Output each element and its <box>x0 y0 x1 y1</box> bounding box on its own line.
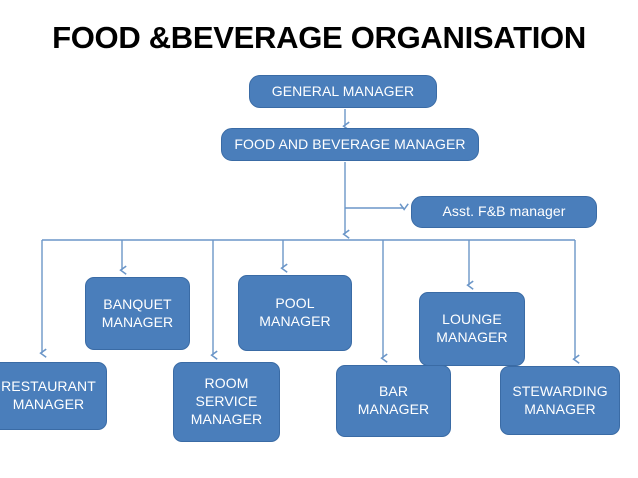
node-room-service-manager-line2: SERVICE <box>195 393 258 410</box>
node-lounge-manager-line1: LOUNGE <box>442 311 502 328</box>
node-bar-manager-label: BAR MANAGER <box>358 383 430 419</box>
node-room-service-manager-line1: ROOM <box>204 375 249 392</box>
node-lounge-manager-line2: MANAGER <box>436 329 508 345</box>
page-title: FOOD &BEVERAGE ORGANISATION <box>52 20 586 55</box>
node-bar-manager-line1: BAR <box>378 383 409 400</box>
node-asst-fb-manager-label: Asst. F&B manager <box>442 203 566 220</box>
node-room-service-manager-line3: MANAGER <box>190 410 263 427</box>
node-lounge-manager[interactable]: LOUNGE MANAGER <box>419 292 525 366</box>
node-lounge-manager-label: LOUNGE MANAGER <box>436 311 508 347</box>
node-food-and-beverage-manager-label: FOOD AND BEVERAGE MANAGER <box>234 135 466 152</box>
node-room-service-manager[interactable]: ROOM SERVICE MANAGER <box>173 362 280 442</box>
node-bar-manager-line2: MANAGER <box>357 401 430 417</box>
node-restaurant-manager-line1: RESTAURANT <box>1 378 96 395</box>
node-general-manager[interactable]: GENERAL MANAGER <box>249 75 437 108</box>
node-pool-manager-label: POOL MANAGER <box>259 295 331 331</box>
node-restaurant-manager-line2: MANAGER <box>12 396 85 412</box>
node-room-service-manager-label: ROOM SERVICE MANAGER <box>191 375 263 429</box>
node-banquet-manager[interactable]: BANQUET MANAGER <box>85 277 190 350</box>
node-pool-manager[interactable]: POOL MANAGER <box>238 275 352 351</box>
node-banquet-manager-label: BANQUET MANAGER <box>102 296 174 332</box>
node-bar-manager[interactable]: BAR MANAGER <box>336 365 451 437</box>
node-pool-manager-line2: MANAGER <box>259 313 331 329</box>
node-stewarding-manager[interactable]: STEWARDING MANAGER <box>500 366 620 435</box>
node-restaurant-manager-label: RESTAURANT MANAGER <box>1 378 96 414</box>
node-food-and-beverage-manager[interactable]: FOOD AND BEVERAGE MANAGER <box>221 128 479 161</box>
node-banquet-manager-line2: MANAGER <box>101 313 174 330</box>
node-stewarding-manager-line1: STEWARDING <box>512 382 608 399</box>
node-asst-fb-manager[interactable]: Asst. F&B manager <box>411 196 597 228</box>
node-pool-manager-line1: POOL <box>275 295 315 312</box>
node-stewarding-manager-label: STEWARDING MANAGER <box>512 383 607 419</box>
node-stewarding-manager-line2: MANAGER <box>524 400 596 417</box>
node-banquet-manager-line1: BANQUET <box>103 295 172 312</box>
node-restaurant-manager[interactable]: RESTAURANT MANAGER <box>0 362 107 430</box>
node-general-manager-label: GENERAL MANAGER <box>271 82 415 99</box>
